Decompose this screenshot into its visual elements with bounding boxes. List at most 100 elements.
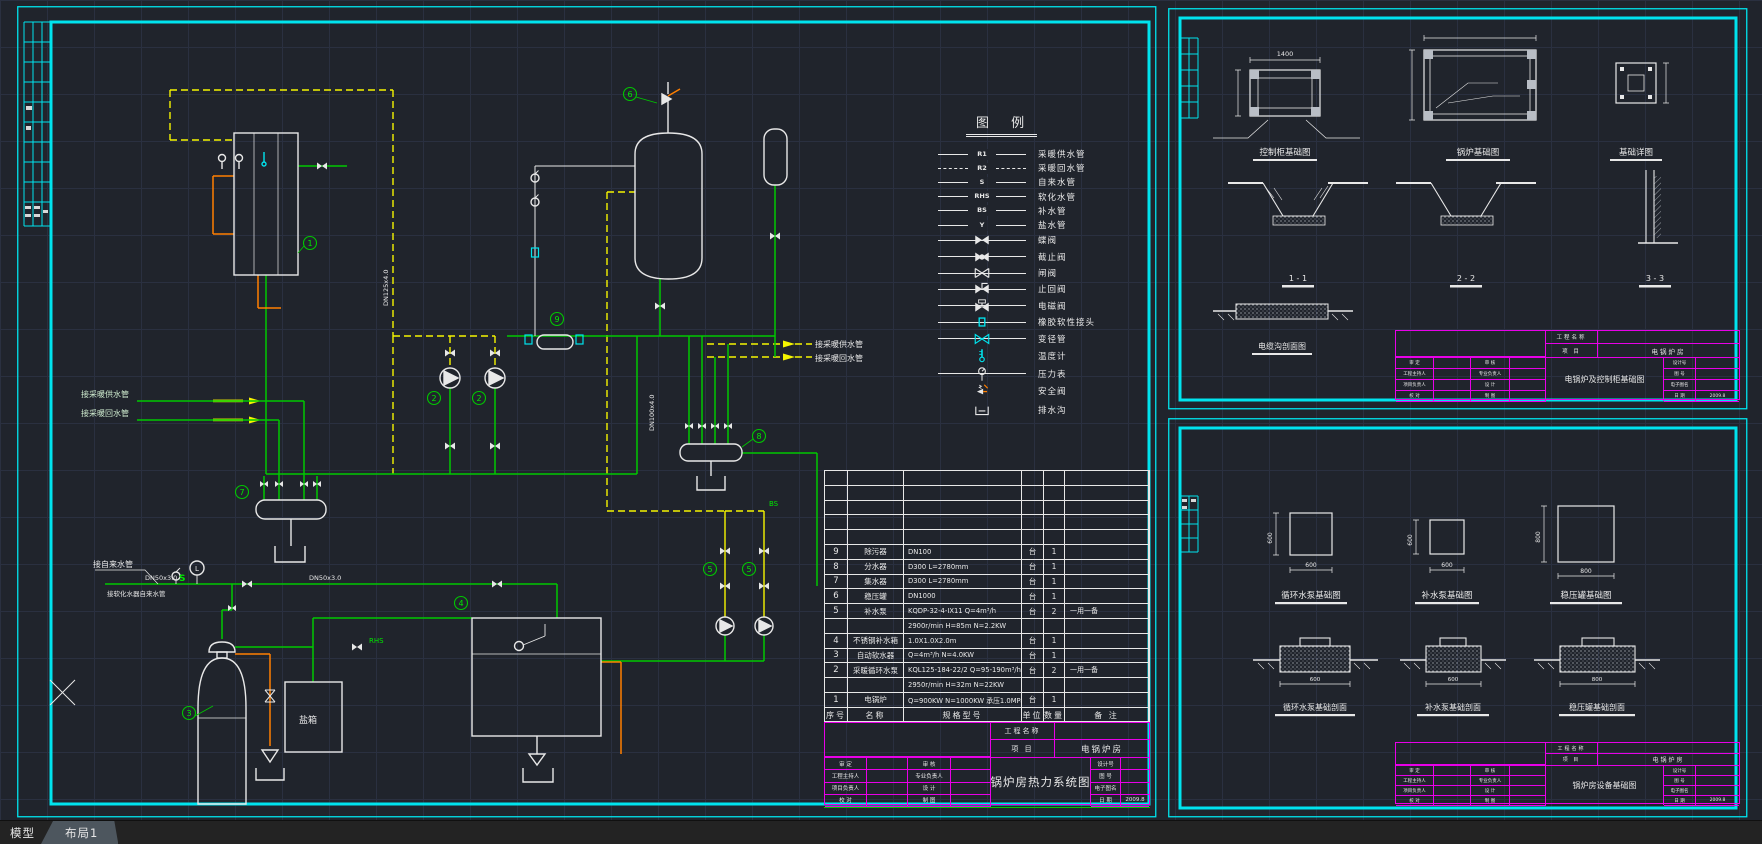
legend-symbol	[938, 384, 1026, 398]
section-label: 循环水泵基础剖面	[1283, 702, 1347, 712]
foundation-detail-plan	[1615, 62, 1669, 104]
label-tap-water: 接自来水管	[93, 559, 133, 569]
svg-text:4: 4	[458, 599, 463, 608]
label-dn50a: DN50x3.0	[145, 574, 177, 582]
svg-text:3: 3	[186, 709, 191, 718]
svg-text:600: 600	[1407, 534, 1414, 546]
project-name-value	[1055, 723, 1149, 739]
plan-label: 基础详图	[1619, 147, 1653, 158]
sheet3-frame	[1168, 418, 1748, 818]
sign-strip-marks	[25, 106, 48, 217]
legend-label: 压力表	[1038, 369, 1067, 380]
svg-text:9: 9	[554, 315, 559, 324]
svg-text:600: 600	[1441, 562, 1453, 569]
legend-label: 采暖供水管	[1038, 150, 1086, 161]
makeup-pump-1	[715, 616, 735, 636]
sheet2-drawing: 1400 控制柜基础图 锅炉基础图 基础详图 1 - 1 2 - 2 3 - 3…	[1168, 8, 1748, 410]
svg-text:600: 600	[1448, 677, 1459, 683]
legend-symbol	[938, 283, 1026, 296]
plan-label: 补水泵基础图	[1421, 590, 1472, 601]
crosshair-cursor	[49, 679, 76, 706]
legend-row: BS	[938, 204, 1156, 218]
svg-text:7: 7	[239, 488, 244, 497]
water-collector	[255, 499, 327, 520]
label-supply-right: 接采暖供水管	[815, 339, 863, 349]
legend-label: 排水沟	[1038, 405, 1067, 416]
svg-text:2: 2	[431, 394, 436, 403]
legend-symbol: R1	[938, 148, 1026, 161]
label-return-left: 接采暖回水管	[81, 408, 129, 418]
legend-symbol	[938, 403, 1026, 416]
legend-row: 安全阀	[938, 382, 1156, 401]
svg-text:800: 800	[1535, 531, 1542, 543]
legend-label: 止回阀	[1038, 285, 1067, 296]
legend-row: 压力表	[938, 365, 1156, 381]
label-salt-box: 盐箱	[299, 714, 317, 726]
bom-header-cell: 名称	[848, 707, 904, 723]
legend-label: 蝶阀	[1038, 236, 1058, 247]
legend-row: 温度计	[938, 347, 1156, 366]
legend-rows: R1	[938, 147, 1156, 419]
code-bs: BS	[769, 500, 779, 508]
plan-label: 稳压罐基础图	[1560, 590, 1611, 601]
drawing-title-sheet3: 锅炉房设备基础图	[1546, 765, 1664, 805]
code-s: S	[179, 574, 185, 584]
svg-text:800: 800	[1580, 568, 1592, 575]
legend-symbol: RHS	[938, 190, 1026, 203]
legend-symbol: BS	[938, 204, 1026, 217]
sheet1-frame	[17, 6, 1157, 818]
makeup-pump-2	[754, 616, 774, 636]
legend-symbol	[938, 366, 1026, 381]
item-label: 项 目	[991, 740, 1055, 757]
legend-label: 补水管	[1038, 206, 1067, 217]
legend-row: 蝶阀	[938, 232, 1156, 248]
legend-symbol	[938, 316, 1026, 329]
salt-box	[284, 681, 343, 753]
legend-row: 电磁阀	[938, 298, 1156, 314]
svg-text:600: 600	[1267, 532, 1274, 544]
bom-header-cell: 序号	[825, 707, 848, 723]
label-return-right: 接采暖回水管	[815, 353, 863, 363]
legend-label: 变径管	[1038, 334, 1067, 345]
plan-label: 控制柜基础图	[1259, 147, 1310, 158]
title-block-sheet2: 工程名称 项 目 电锅炉房 审 定审 核工程主持人专业负责人项目负责人设 计校 …	[1395, 330, 1740, 402]
tab-model[interactable]: 模型	[10, 825, 35, 840]
legend-row: 截止阀	[938, 249, 1156, 265]
svg-text:6: 6	[627, 90, 632, 99]
circulation-pump-1	[439, 367, 461, 389]
legend-label: 安全阀	[1038, 387, 1067, 397]
svg-text:8: 8	[756, 432, 761, 441]
return-risers-yellow	[724, 511, 765, 617]
water-softener	[197, 641, 247, 805]
dim-label: 1400	[1277, 50, 1294, 58]
circulation-pump-2	[484, 367, 506, 389]
label-dn100: DN100x4.0	[648, 395, 656, 431]
sheet2-labels: 1400 控制柜基础图 锅炉基础图 基础详图 1 - 1 2 - 2 3 - 3…	[1252, 50, 1671, 355]
svg-text:1: 1	[307, 239, 312, 248]
legend-title: 图 例	[966, 112, 1038, 137]
sheet1-drawing: 1 2 2 3 4 5 5 6 7 8 9 接采暖供水管 接采暖回水管 接采暖供…	[17, 6, 1157, 818]
pipe-labels: 接采暖供水管 接采暖回水管 接采暖供水管 接采暖回水管 接自来水管 接软化水器自…	[81, 270, 863, 726]
pressure-tank	[634, 82, 703, 280]
legend-symbol	[938, 234, 1026, 247]
legend-label: 闸阀	[1038, 269, 1058, 280]
tab-layout1[interactable]: 布局1	[41, 821, 118, 844]
section-label: 补水泵基础剖面	[1425, 702, 1481, 712]
bom-header-cell: 数量	[1044, 707, 1065, 723]
plan-label: 锅炉基础图	[1457, 147, 1500, 158]
legend-label: 软化水管	[1038, 192, 1077, 203]
legend-symbol	[938, 250, 1026, 263]
legend-row: 橡胶软性接头	[938, 314, 1156, 330]
title-block: 工程名称 项 目 电锅炉房 审 定 审 核 工程主持人 专业负责人 项目负责人 …	[824, 722, 1150, 807]
bom-header-cell: 单位	[1022, 707, 1044, 723]
label-supply-left: 接采暖供水管	[81, 389, 129, 399]
legend: 图 例 R1	[938, 112, 1156, 419]
legend-symbol: Y	[938, 219, 1026, 232]
svg-text:5: 5	[707, 565, 712, 574]
dirt-separator	[536, 334, 574, 350]
legend-label: 采暖回水管	[1038, 164, 1086, 175]
legend-row: 止回阀	[938, 281, 1156, 297]
title-block-sheet3: 工程名称 项 目 电锅炉房 审 定审 核工程主持人专业负责人项目负责人设 计校 …	[1395, 742, 1740, 806]
label-tap-water-2: 接软化水器自来水管	[107, 589, 166, 598]
